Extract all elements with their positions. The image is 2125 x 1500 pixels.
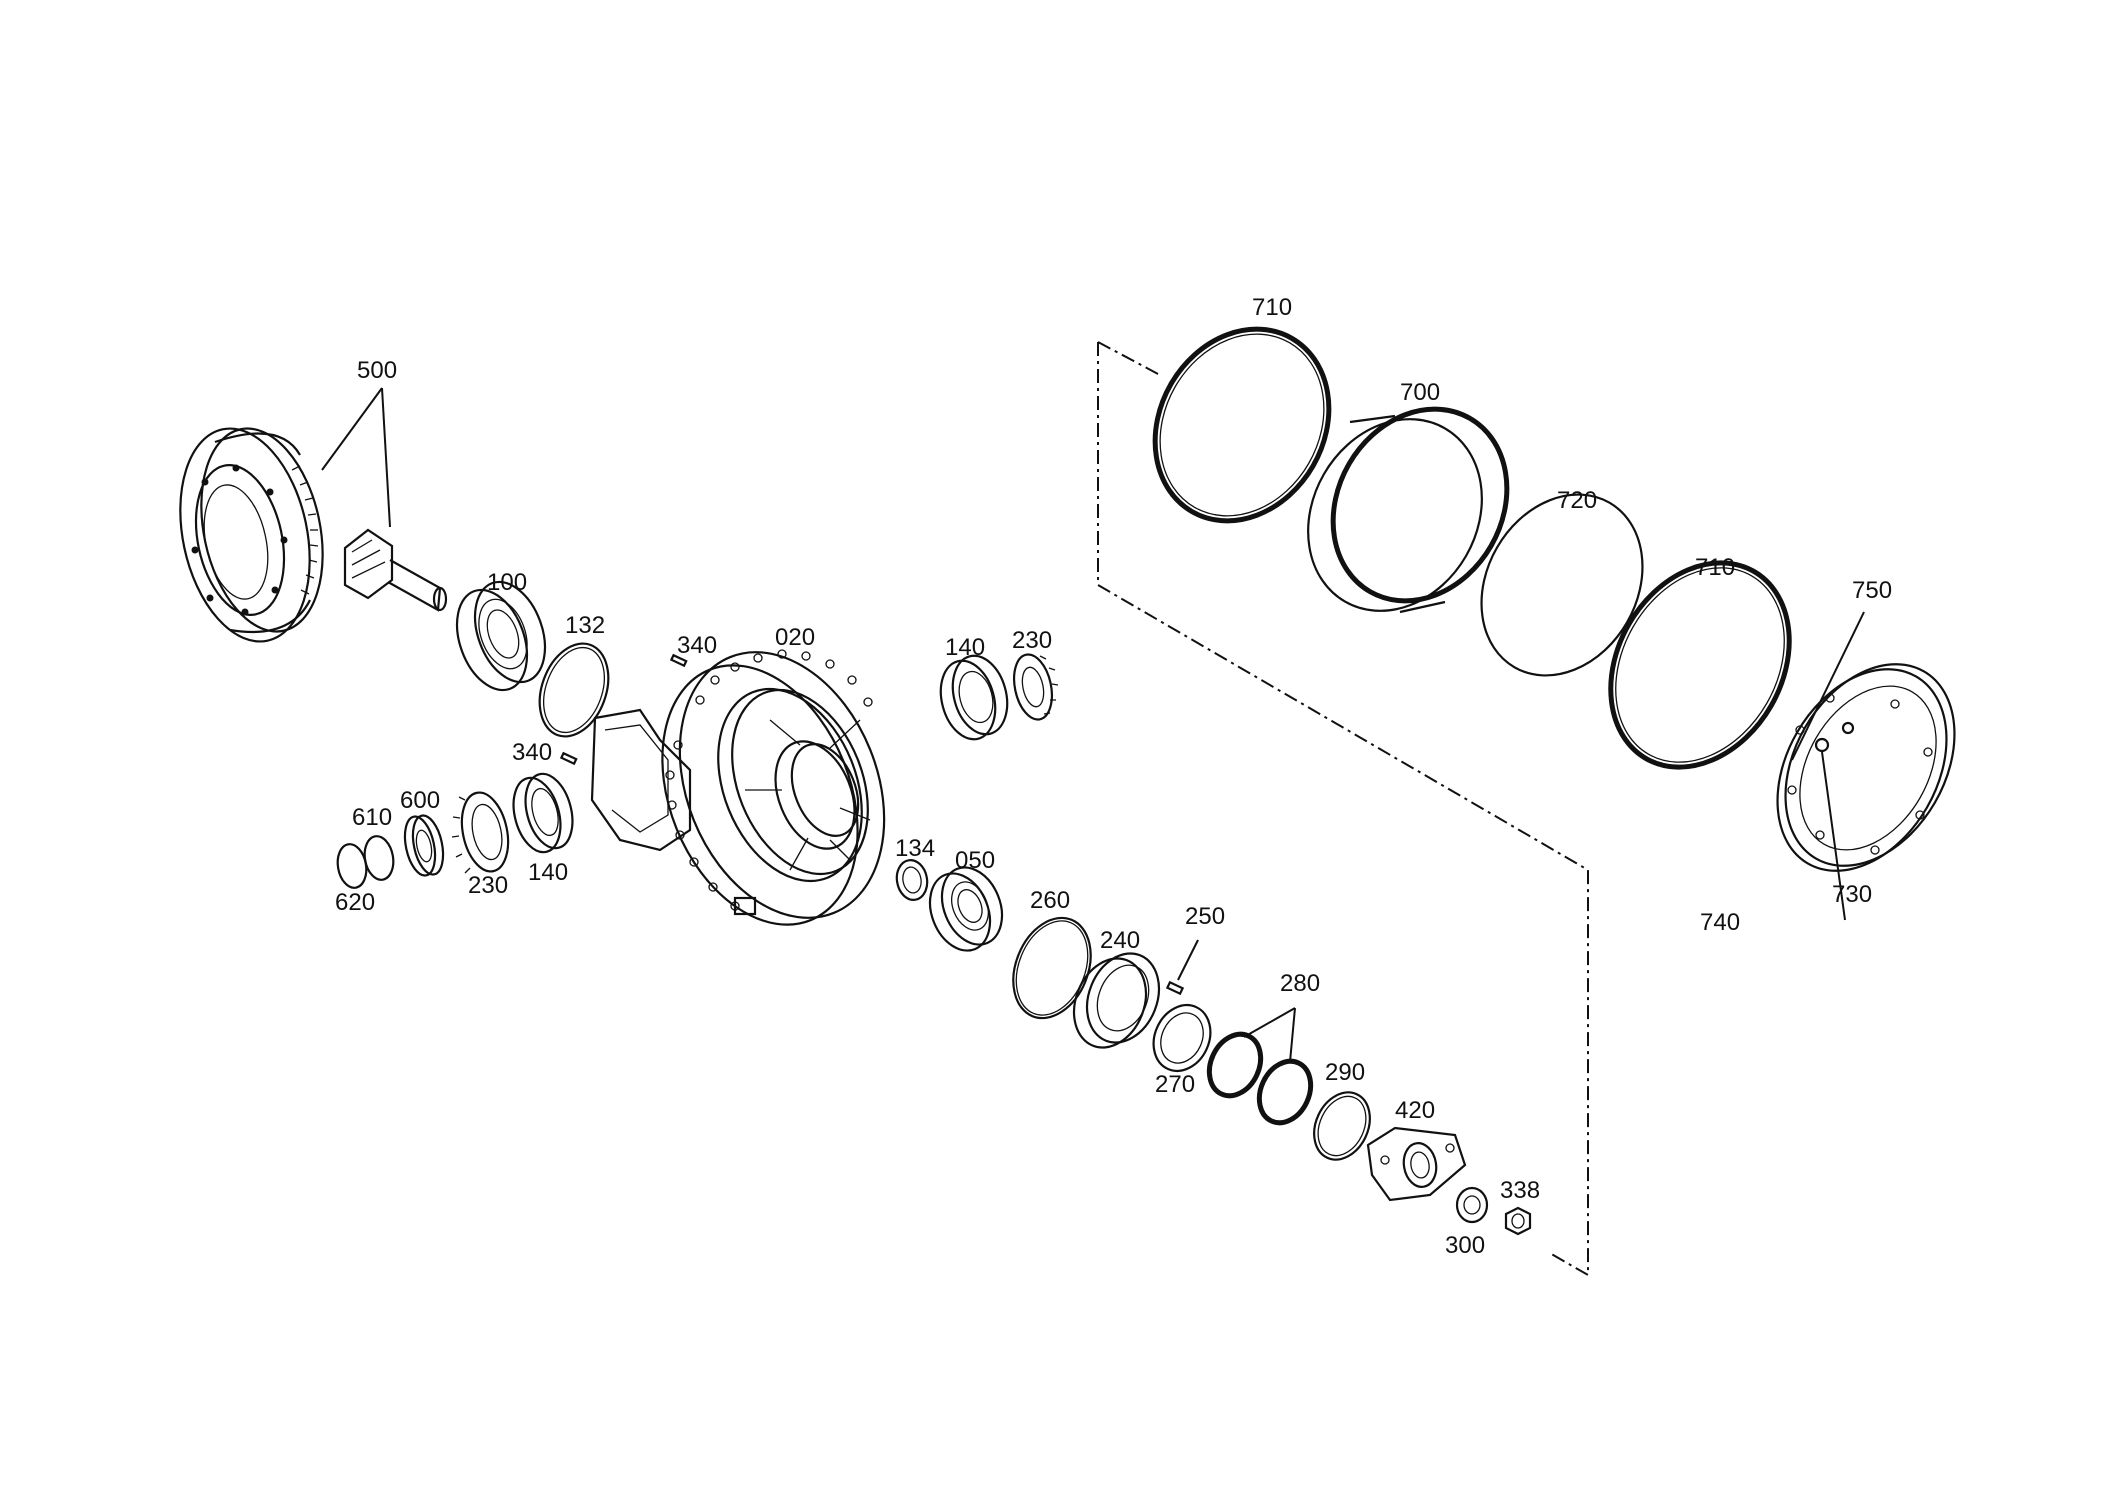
part-300-washer — [1455, 1186, 1489, 1224]
part-260-o-ring — [1012, 916, 1092, 1020]
part-600-nut — [403, 814, 445, 877]
label-240: 240 — [1100, 927, 1140, 954]
leader-lines — [321, 387, 1865, 1063]
part-500-pinion — [343, 528, 448, 612]
part-270-ring-inner — [1160, 1012, 1204, 1064]
label-132: 132 — [565, 612, 605, 639]
part-300-washer-inner — [1463, 1195, 1481, 1215]
label-700: 700 — [1400, 379, 1440, 406]
part-134-ring-inner — [902, 866, 922, 894]
part-134-ring — [895, 859, 929, 901]
label-750: 750 — [1852, 577, 1892, 604]
part-280-ring-b — [1256, 1058, 1314, 1126]
part-710-ring-a-inner — [1159, 333, 1325, 517]
label-600: 600 — [400, 787, 440, 814]
label-340-upper: 340 — [677, 632, 717, 659]
label-100: 100 — [487, 569, 527, 596]
part-100-bearing — [455, 580, 547, 692]
label-270: 270 — [1155, 1071, 1195, 1098]
part-710-ring-b-inner — [1615, 567, 1785, 763]
part-132-ring — [538, 642, 610, 738]
part-720-ring — [1480, 493, 1644, 677]
part-020-housing — [590, 649, 886, 926]
part-280-ring-a — [1206, 1031, 1264, 1099]
label-140-upper: 140 — [945, 634, 985, 661]
label-620: 620 — [335, 889, 375, 916]
label-140-lower: 140 — [528, 859, 568, 886]
label-290: 290 — [1325, 1059, 1365, 1086]
label-230-lower: 230 — [468, 872, 508, 899]
part-710-ring-b — [1608, 560, 1792, 770]
label-250: 250 — [1185, 903, 1225, 930]
label-050: 050 — [955, 847, 995, 874]
part-230-nut-upper — [1013, 653, 1059, 721]
label-280: 280 — [1280, 970, 1320, 997]
part-140-bearing-upper — [939, 654, 1009, 741]
label-500: 500 — [357, 357, 397, 384]
part-340-pin-upper — [669, 653, 688, 668]
part-710-ring-a — [1152, 326, 1332, 524]
part-labels: 500 100 132 340 020 140 230 340 600 610 … — [335, 294, 1892, 1259]
part-610-ring — [363, 835, 395, 881]
part-230-nut-lower — [451, 791, 510, 874]
label-260: 260 — [1030, 887, 1070, 914]
part-750-plug — [1841, 721, 1855, 735]
part-240-seal — [1072, 952, 1161, 1049]
label-420: 420 — [1395, 1097, 1435, 1124]
label-230-upper: 230 — [1012, 627, 1052, 654]
part-290-ring-inner — [1317, 1095, 1367, 1157]
label-720: 720 — [1557, 487, 1597, 514]
part-500-crown-wheel — [179, 427, 324, 643]
part-270-ring — [1152, 1004, 1212, 1072]
label-134: 134 — [895, 835, 935, 862]
part-250-pin — [1165, 980, 1185, 996]
label-710-lower: 710 — [1695, 554, 1735, 581]
part-140-bearing-lower — [512, 772, 574, 854]
label-730: 730 — [1832, 881, 1872, 908]
label-610: 610 — [352, 804, 392, 831]
part-420-flange — [1366, 1126, 1467, 1202]
part-132-ring-inner — [543, 646, 605, 734]
part-338-nut — [1504, 1206, 1532, 1236]
part-700-sleeve — [1307, 406, 1510, 614]
part-050-bearing — [928, 866, 1004, 952]
part-338-nut-hole — [1511, 1213, 1525, 1229]
part-740-plug — [1814, 737, 1830, 753]
label-740: 740 — [1700, 909, 1740, 936]
label-710-upper: 710 — [1252, 294, 1292, 321]
label-300: 300 — [1445, 1232, 1485, 1259]
part-340-pin-lower — [559, 751, 578, 766]
part-730-cover — [1776, 663, 1956, 872]
label-020: 020 — [775, 624, 815, 651]
group-boundary-line — [1097, 341, 1589, 1277]
label-338: 338 — [1500, 1177, 1540, 1204]
label-340-lower: 340 — [512, 739, 552, 766]
part-290-ring — [1313, 1091, 1371, 1161]
